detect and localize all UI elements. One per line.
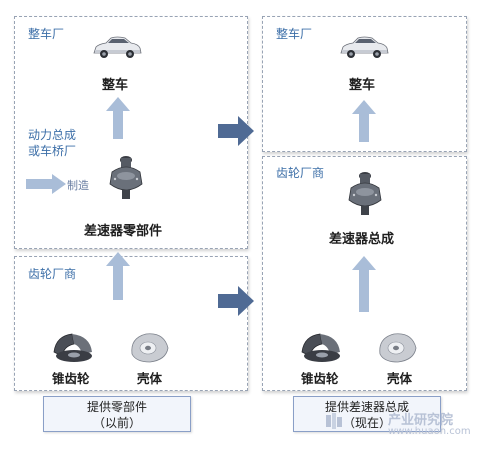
left-manufacture-arrow: [26, 174, 66, 194]
left-differential-icon: [109, 156, 143, 199]
right-housing-label: 壳体: [387, 371, 413, 386]
left-gear-maker-label: 齿轮厂商: [28, 267, 77, 281]
left-manufacture-label: 制造: [67, 179, 89, 192]
watermark-url: www.huaon.com: [388, 426, 471, 437]
left-car-icon: [93, 36, 142, 58]
right-diff-assembly-label: 差速器总成: [329, 232, 395, 247]
right-bevel-gear-icon: [301, 333, 340, 362]
watermark-logo-icon: [326, 413, 342, 429]
left-diff-parts-label: 差速器零部件: [84, 224, 163, 239]
right-housing-icon: [379, 333, 417, 363]
right-vehicle-label: 整车: [349, 78, 376, 93]
left-caption-line-1: 提供零部件: [86, 400, 147, 414]
right-caption-box: 提供差速器总成 （现在）: [293, 396, 441, 432]
right-differential-icon: [348, 172, 382, 215]
left-factory-label: 整车厂: [28, 27, 65, 41]
right-caption-line-1: 提供差速器总成: [324, 400, 409, 414]
watermark-text: 产业研究院: [388, 413, 454, 428]
right-caption-line-2: （现在）: [342, 416, 391, 430]
left-powertrain-label-2: 或车桥厂: [28, 144, 77, 158]
lower-big-arrow: [218, 286, 254, 316]
left-housing-icon: [131, 333, 169, 363]
left-up-arrow-to-vehicle: [106, 97, 130, 139]
right-factory-label: 整车厂: [276, 27, 313, 41]
right-up-arrow-to-vehicle: [352, 100, 376, 142]
left-up-arrow-to-parts: [106, 252, 130, 300]
left-bevel-gear-icon: [53, 333, 92, 362]
upper-big-arrow: [218, 116, 254, 146]
left-gear-maker-box: [14, 256, 248, 391]
right-up-arrow-to-assembly: [352, 256, 376, 312]
left-bevel-gear-label: 锥齿轮: [52, 371, 90, 386]
left-vehicle-label: 整车: [102, 78, 129, 93]
left-caption-box: 提供零部件 （以前）: [43, 396, 191, 432]
left-housing-label: 壳体: [137, 371, 163, 386]
right-car-icon: [340, 36, 389, 58]
left-powertrain-label-1: 动力总成: [28, 128, 77, 142]
right-gear-maker-label: 齿轮厂商: [276, 166, 325, 180]
right-bevel-gear-label: 锥齿轮: [301, 371, 339, 386]
left-caption-line-2: （以前）: [92, 416, 141, 430]
